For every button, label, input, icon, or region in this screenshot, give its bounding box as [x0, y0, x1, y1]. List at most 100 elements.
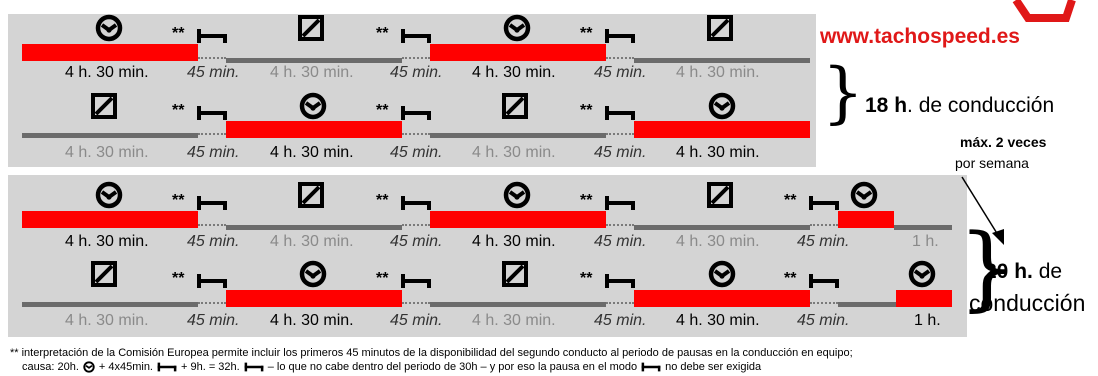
break-duration-label: 45 min.	[797, 312, 850, 329]
driving-bar	[838, 211, 894, 228]
other-work-bar	[894, 225, 952, 230]
footnote-marker: **	[784, 270, 797, 287]
duration-label: 4 h. 30 min.	[270, 64, 354, 81]
break-line	[402, 302, 430, 304]
duration-label: 4 h. 30 min.	[65, 144, 149, 161]
footnote-text: + 4x45min.	[98, 361, 153, 373]
duration-label: 4 h. 30 min.	[270, 312, 354, 329]
steering-wheel-icon	[708, 92, 736, 120]
other-work-bar	[22, 302, 198, 307]
footnote-marker: **	[376, 25, 389, 42]
footnote-marker: **	[376, 270, 389, 287]
footnote-text: + 9h. = 32h.	[181, 361, 240, 373]
break-bed-icon	[605, 196, 635, 210]
other-work-bar	[634, 225, 810, 230]
break-duration-label: 45 min.	[594, 64, 647, 81]
tachospeed-logo	[1012, 0, 1076, 22]
panel-20h	[8, 175, 967, 337]
duration-label: 4 h. 30 min.	[472, 64, 556, 81]
break-duration-label: 45 min.	[390, 64, 443, 81]
driving-bar	[22, 44, 198, 61]
availability-icon	[91, 93, 117, 119]
break-bed-icon	[197, 29, 227, 43]
driving-bar	[634, 290, 810, 307]
break-duration-label: 45 min.	[187, 233, 240, 250]
duration-label: 4 h. 30 min.	[676, 144, 760, 161]
break-line	[198, 302, 226, 304]
break-line	[402, 224, 430, 226]
break-line	[606, 133, 634, 135]
break-duration-label: 45 min.	[594, 312, 647, 329]
break-line	[402, 133, 430, 135]
break-bed-icon	[809, 196, 839, 210]
break-duration-label: 45 min.	[594, 233, 647, 250]
break-line	[606, 302, 634, 304]
break-bed-icon	[605, 106, 635, 120]
driving-bar	[226, 290, 402, 307]
steering-wheel-icon	[503, 181, 531, 209]
duration-label: 4 h. 30 min.	[676, 64, 760, 81]
steering-wheel-icon	[83, 361, 95, 373]
duration-label: 4 h. 30 min.	[472, 144, 556, 161]
duration-label: 4 h. 30 min.	[65, 64, 149, 81]
break-bed-icon	[605, 29, 635, 43]
availability-icon	[298, 182, 324, 208]
availability-icon	[502, 93, 528, 119]
footnote-line-2: causa: 20h. + 4x45min. + 9h. = 32h. – lo…	[22, 361, 761, 373]
arrow	[961, 176, 1004, 245]
footnote-marker: **	[580, 102, 593, 119]
break-line	[402, 57, 430, 59]
break-bed-icon	[197, 274, 227, 288]
duration-label: 4 h. 30 min.	[676, 312, 760, 329]
duration-label: 4 h. 30 min.	[65, 312, 149, 329]
footnote-text: no debe ser exigida	[665, 361, 762, 373]
footnote-marker: **	[172, 25, 185, 42]
availability-icon	[707, 182, 733, 208]
footnote-marker: **	[784, 192, 797, 209]
steering-wheel-icon	[95, 14, 123, 42]
break-bed-icon	[197, 106, 227, 120]
website-url[interactable]: www.tachospeed.es	[820, 25, 1020, 48]
other-work-bar	[22, 133, 198, 138]
duration-label: 4 h. 30 min.	[270, 233, 354, 250]
total-18h-label: 18 h. de conducción	[865, 94, 1055, 117]
break-duration-label: 45 min.	[390, 144, 443, 161]
break-line	[606, 224, 634, 226]
max-times-label: máx. 2 veces	[960, 134, 1047, 150]
footnote-line-1: ** interpretación de la Comisión Europea…	[10, 347, 853, 359]
availability-icon	[91, 261, 117, 287]
brace-20h: }	[958, 214, 1017, 321]
steering-wheel-icon	[299, 92, 327, 120]
availability-icon	[298, 15, 324, 41]
duration-label: 4 h. 30 min.	[65, 233, 149, 250]
break-line	[606, 57, 634, 59]
break-bed-icon	[641, 362, 661, 372]
break-duration-label: 45 min.	[594, 144, 647, 161]
footnote-marker: **	[580, 192, 593, 209]
per-week-label: por semana	[955, 155, 1029, 171]
panel-18h	[8, 14, 816, 167]
driving-word-label: conducción	[969, 290, 1086, 316]
break-bed-icon	[401, 196, 431, 210]
footnote-marker: **	[580, 25, 593, 42]
driving-bar	[22, 211, 198, 228]
break-duration-label: 45 min.	[187, 312, 240, 329]
footnote-marker: **	[376, 102, 389, 119]
duration-label: 4 h. 30 min.	[472, 312, 556, 329]
break-bed-icon	[605, 274, 635, 288]
break-duration-label: 45 min.	[797, 233, 850, 250]
driving-bar	[226, 121, 402, 138]
steering-wheel-icon	[299, 260, 327, 288]
break-bed-icon	[401, 29, 431, 43]
break-line	[810, 302, 838, 304]
footnote-marker: **	[172, 102, 185, 119]
other-work-bar	[430, 302, 606, 307]
brace-18h: }	[822, 54, 864, 131]
break-line	[198, 133, 226, 135]
break-bed-icon	[197, 196, 227, 210]
other-work-bar	[838, 302, 896, 307]
break-bed-icon	[809, 274, 839, 288]
footnote-marker: **	[580, 270, 593, 287]
break-duration-label: 45 min.	[187, 144, 240, 161]
duration-label: 1 h.	[914, 312, 941, 329]
